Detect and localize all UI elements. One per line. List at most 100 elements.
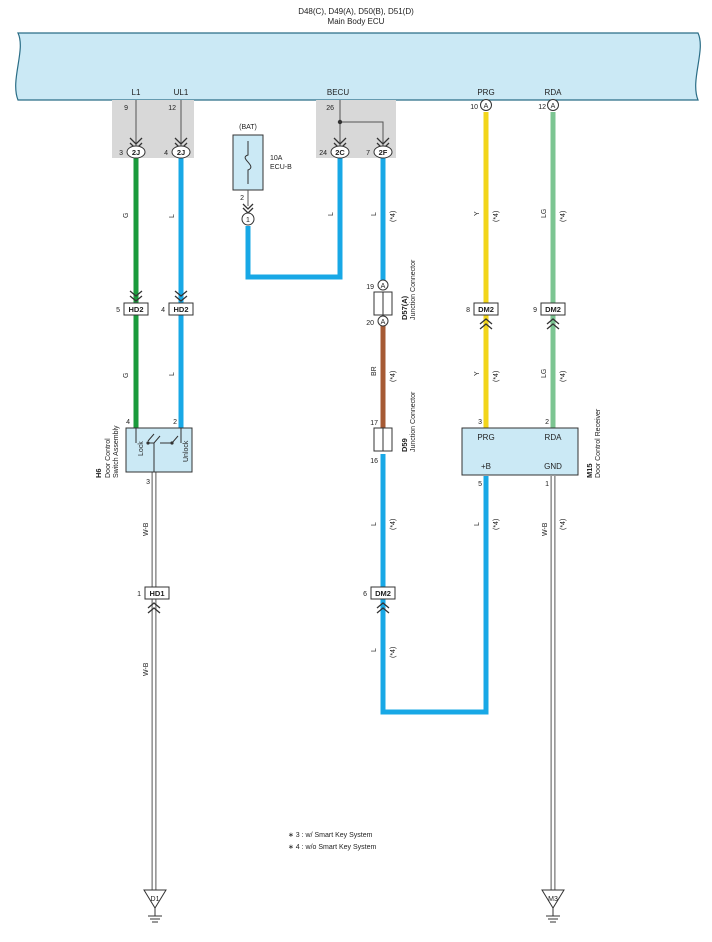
fuse-rating: 10A xyxy=(270,155,283,162)
code-hd2-right: HD2 xyxy=(173,305,188,314)
pin-2j-l1: 3 xyxy=(119,150,123,157)
code-dm2-rda: DM2 xyxy=(545,305,561,314)
pin-hd1: 1 xyxy=(137,591,141,598)
wire-becu-branch xyxy=(340,121,384,150)
pin-name-becu: BECU xyxy=(327,88,349,97)
connector-2c: 2C 24 xyxy=(319,137,350,159)
label-l-becu: L xyxy=(328,212,335,216)
h6-unlock-label: Unlock xyxy=(183,440,190,462)
fuse-name: ECU-B xyxy=(270,164,292,171)
h6-pin-lock: 4 xyxy=(126,419,130,426)
pin-circle-prg xyxy=(480,99,492,111)
d57-name: Junction Connector xyxy=(410,259,417,320)
junction-d57: A 19 A 20 xyxy=(366,279,393,327)
code-hd2-left: HD2 xyxy=(128,305,143,314)
code-hd1: HD1 xyxy=(149,589,164,598)
ground-d1-label: D1 xyxy=(151,896,160,903)
pin-2j-ul1: 4 xyxy=(164,150,168,157)
ecu-subtitle: Main Body ECU xyxy=(328,17,385,26)
d57-pin-top: 19 xyxy=(366,284,374,291)
code-2j-l1: 2J xyxy=(132,148,140,157)
note-3: ∗ 3 : w/ Smart Key System xyxy=(288,832,373,839)
label-y-2: Y xyxy=(474,371,481,376)
pin-2f: 7 xyxy=(366,150,370,157)
connector-hd2-left: HD2 5 xyxy=(116,290,149,316)
label-l4-y1: (*4) xyxy=(493,211,500,222)
label-l-dm2: L xyxy=(371,648,378,652)
code-2j-ul1: 2J xyxy=(177,148,185,157)
d59-pin-top: 17 xyxy=(370,420,378,427)
code-dm2-lower: DM2 xyxy=(375,589,391,598)
svg-text:A: A xyxy=(381,319,386,326)
note-4: ∗ 4 : w/o Smart Key System xyxy=(288,844,377,851)
d59-pin-bottom: 16 xyxy=(370,458,378,465)
connector-2f: 2F 7 xyxy=(366,137,393,159)
label-l4-wb: (*4) xyxy=(560,519,567,530)
pin-name-ul1: UL1 xyxy=(174,88,189,97)
svg-text:A: A xyxy=(381,283,386,290)
pin-2c: 24 xyxy=(319,150,327,157)
pin-conn-rda: A xyxy=(551,103,556,110)
label-wb-3: W-B xyxy=(542,522,549,536)
pin-hd2-right: 4 xyxy=(161,307,165,314)
label-l4-br: (*4) xyxy=(390,371,397,382)
connector-dm2-lower: DM2 6 xyxy=(363,586,396,614)
m15-pin-b: 5 xyxy=(478,481,482,488)
wire-bat-loop xyxy=(245,158,343,280)
pin-circle-rda xyxy=(547,99,559,111)
pin-num-prg: 10 xyxy=(470,104,478,111)
d59-name: Junction Connector xyxy=(410,391,417,452)
label-l4-2f: (*4) xyxy=(390,211,397,222)
ecu-body xyxy=(15,32,701,101)
fuse-source: (BAT) xyxy=(239,124,257,131)
switch-contact-dot-2 xyxy=(170,441,174,445)
connector-2j-l1: 2J 3 xyxy=(119,137,146,159)
label-l4-b: (*4) xyxy=(493,519,500,530)
h6-pin-gnd: 3 xyxy=(146,479,150,486)
label-l-b: L xyxy=(474,522,481,526)
label-l-2: L xyxy=(169,372,176,376)
label-br: BR xyxy=(371,366,378,376)
label-l-2f: L xyxy=(371,212,378,216)
m15-code: M15 xyxy=(585,463,594,478)
pin-num-becu: 26 xyxy=(326,105,334,112)
h6-pin-unlock: 2 xyxy=(173,419,177,426)
label-g-1: G xyxy=(123,213,130,218)
splice-point xyxy=(337,119,343,125)
pin-name-prg: PRG xyxy=(477,88,494,97)
code-2c: 2C xyxy=(335,148,345,157)
m15-pin-rda: 2 xyxy=(545,419,549,426)
receiver-m15-body xyxy=(461,427,579,476)
m15-rda: RDA xyxy=(545,433,563,442)
h6-name-2: Switch Assembly xyxy=(113,425,120,478)
fuse-pin: 2 xyxy=(240,195,244,202)
m15-pin-gnd: 1 xyxy=(545,481,549,488)
d57-pin-bottom: 20 xyxy=(366,320,374,327)
h6-lock-label: Lock xyxy=(138,441,145,456)
label-l-d59: L xyxy=(371,522,378,526)
label-l-1: L xyxy=(169,214,176,218)
label-wb-1: W-B xyxy=(143,522,150,536)
pin-name-rda: RDA xyxy=(545,88,563,97)
wire-d59-blue-loop xyxy=(380,454,489,715)
fuse-icon xyxy=(244,141,252,184)
h6-code: H6 xyxy=(94,468,103,478)
pin-dm2-lower: 6 xyxy=(363,591,367,598)
pin-hd2-left: 5 xyxy=(116,307,120,314)
h6-name-1: Door Control xyxy=(105,438,112,478)
fuse-conn: 1 xyxy=(246,217,250,224)
d57-code: D57(A) xyxy=(400,295,409,320)
label-lg-2: LG xyxy=(541,369,548,378)
label-y-1: Y xyxy=(474,211,481,216)
pin-num-l1: 9 xyxy=(124,105,128,112)
label-g-2: G xyxy=(123,373,130,378)
switch-contact-dot-1 xyxy=(146,441,150,445)
pin-conn-prg: A xyxy=(484,103,489,110)
d59-code: D59 xyxy=(400,438,409,452)
pin-num-ul1: 12 xyxy=(168,105,176,112)
connector-dm2-prg: DM2 8 xyxy=(466,302,499,330)
pin-num-rda: 12 xyxy=(538,104,546,111)
label-l4-lg1: (*4) xyxy=(560,211,567,222)
ground-m3: M3 xyxy=(541,889,565,923)
